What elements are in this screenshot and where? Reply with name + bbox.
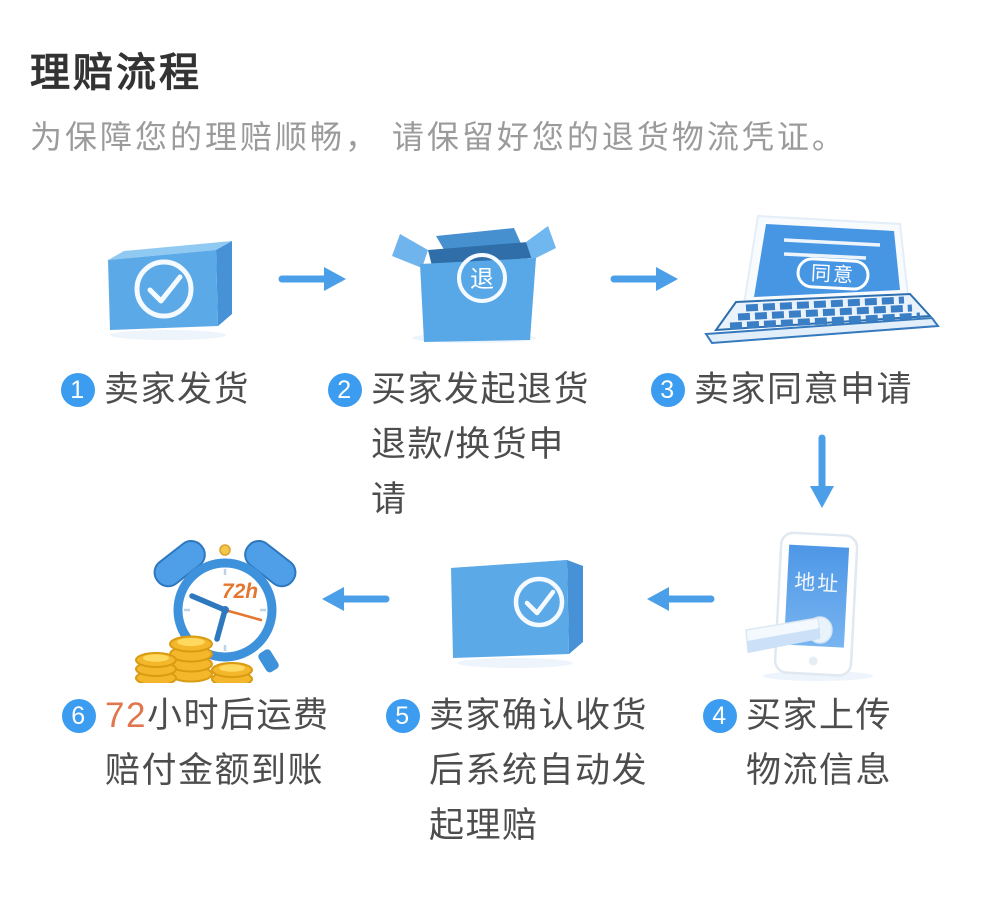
clock-face: 72h [173,558,277,662]
step-1-number-badge: 1 [61,373,95,407]
step-4-number-badge: 4 [703,699,737,733]
laptop-agree-icon: 同意 [704,214,940,345]
step-3-label: 3 卖家同意申请 [651,362,913,417]
step-6-highlight: 72 [105,696,147,735]
page-subtitle: 为保障您的理赔顺畅， 请保留好您的退货物流凭证。 [30,119,847,155]
arrow-right-icon [278,267,346,291]
receipt-paper [745,616,833,653]
return-circle-icon: 退 [457,253,507,303]
alarm-clock-coins-icon: 72h [135,539,297,683]
arrow-down-icon [810,434,834,508]
step-2-number-badge: 2 [328,373,362,407]
clock-72h-label: 72h [222,580,258,603]
agree-label: 同意 [810,262,855,287]
step-5-number-badge: 5 [386,699,420,733]
alarm-bells [153,539,297,588]
arrow-right-icon [610,267,678,291]
shipping-box-check-icon [108,241,232,340]
page-title: 理赔流程 [30,51,202,95]
step-3-text: 卖家同意申请 [694,370,914,409]
step-3-number-badge: 3 [651,373,685,407]
return-char: 退 [470,266,494,293]
checkmark-icon [513,576,565,628]
phone-logistics-icon: 地址 [745,531,873,681]
step-6-label: 6 72小时后运费 赔付金额到账 [62,688,329,798]
arrow-left-icon [322,587,390,611]
step-2-text: 买家发起退货 退款/换货申 请 [371,370,591,519]
step-6-number-badge: 6 [62,699,96,733]
coin-stacks [135,635,253,683]
confirm-box-check-icon [451,560,583,668]
address-label: 地址 [794,571,841,596]
step-2-label: 2 买家发起退货 退款/换货申 请 [328,362,590,527]
open-return-box-icon: 退 [392,226,556,343]
checkmark-icon [134,259,194,319]
agree-button: 同意 [796,257,870,291]
step-4-label: 4 买家上传 物流信息 [703,688,892,798]
step-1-text: 卖家发货 [104,370,251,409]
arrow-left-icon [647,587,715,611]
step-6-text: 72小时后运费 赔付金额到账 [105,696,330,790]
step-5-text: 卖家确认收货 后系统自动发 起理赔 [429,696,649,845]
keyboard-keys [729,296,921,330]
step-1-label: 1 卖家发货 [61,362,250,417]
step-5-label: 5 卖家确认收货 后系统自动发 起理赔 [386,688,648,853]
step-4-text: 买家上传 物流信息 [746,696,893,790]
